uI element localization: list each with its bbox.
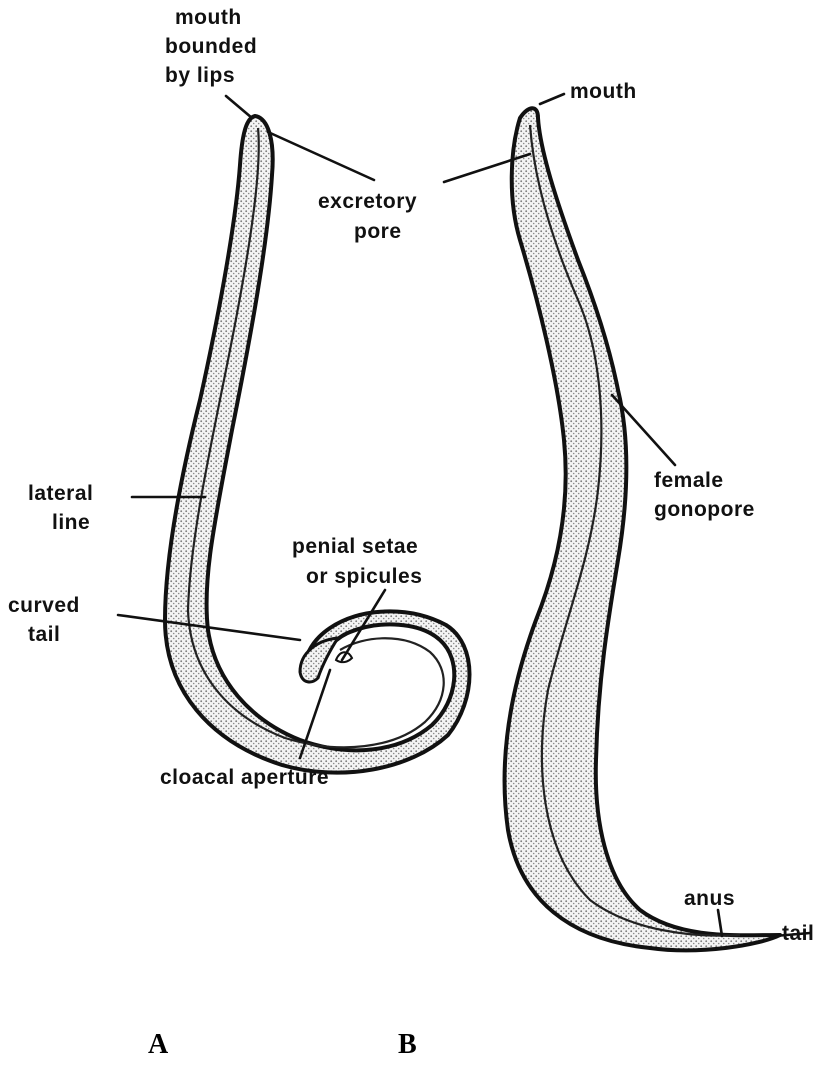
label-excretory-line1: excretory (318, 190, 417, 213)
caption-a: A (148, 1029, 169, 1060)
label-anus: anus (684, 887, 735, 910)
label-tail: tail (782, 922, 814, 945)
caption-b: B (398, 1029, 417, 1060)
label-lateral-line1: lateral (28, 482, 93, 505)
label-curved-line1: curved (8, 594, 80, 617)
label-mouth-line3: by lips (165, 64, 235, 87)
label-lateral-line2: line (52, 511, 90, 534)
label-penial-line2: or spicules (306, 565, 422, 588)
curved-tail-tip (300, 638, 338, 682)
label-penial-line1: penial setae (292, 535, 418, 558)
label-mouth-line2: bounded (165, 35, 257, 58)
female-worm-body (504, 108, 780, 950)
label-female-line1: female (654, 469, 724, 492)
label-mouth-b: mouth (570, 80, 637, 103)
label-excretory-line2: pore (354, 220, 402, 243)
female-worm-outline (504, 108, 780, 950)
label-mouth-line1: mouth (175, 6, 242, 29)
label-female-line2: gonopore (654, 498, 755, 521)
label-curved-line2: tail (28, 623, 60, 646)
label-cloacal: cloacal aperture (160, 766, 329, 789)
